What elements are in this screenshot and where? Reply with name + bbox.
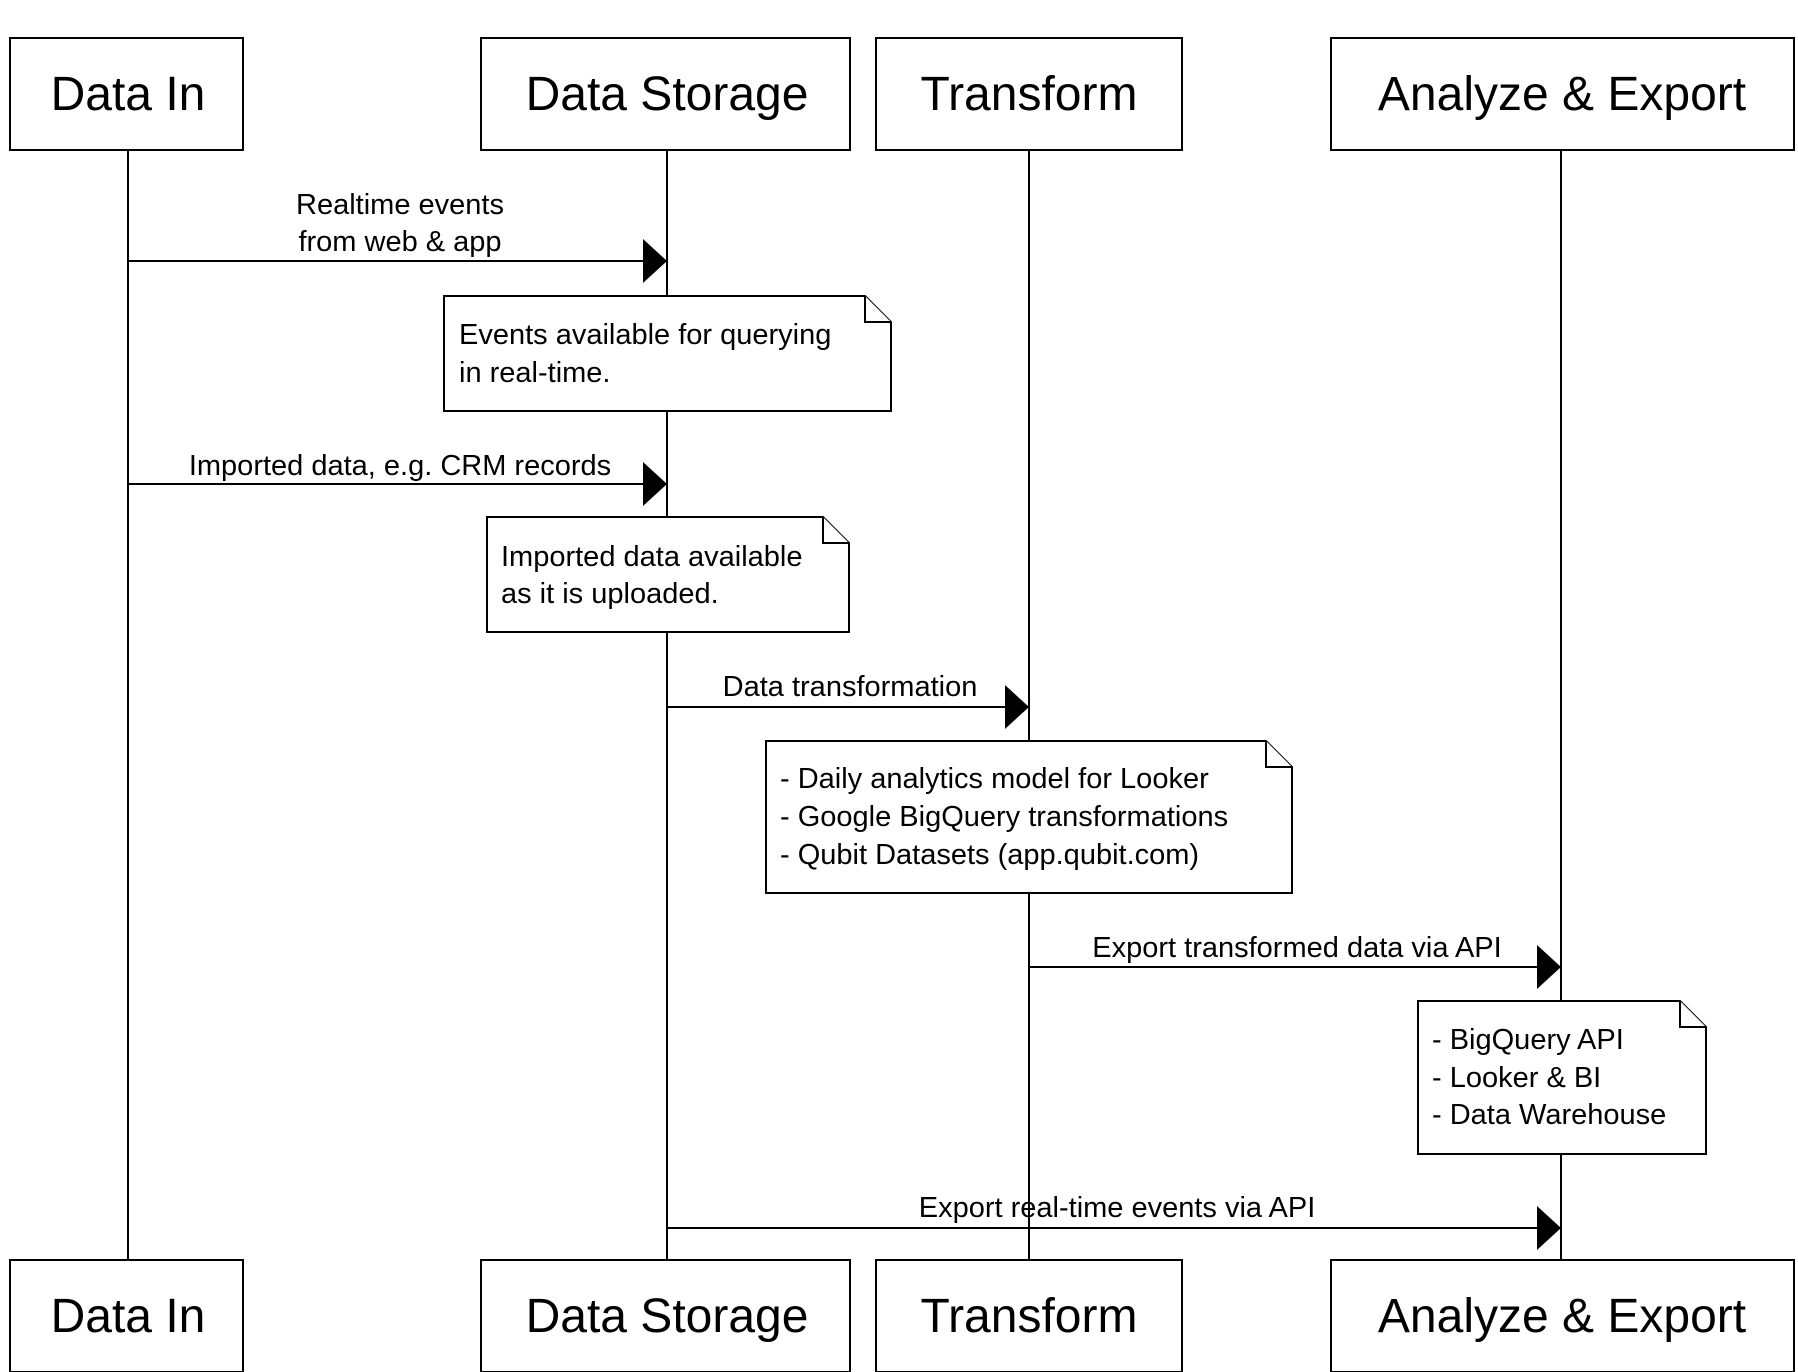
note-imported-data-available: Imported data available as it is uploade… bbox=[486, 516, 850, 633]
note-line: - Looker & BI bbox=[1432, 1062, 1601, 1094]
message-label-line: Data transformation bbox=[723, 671, 978, 703]
note-events-available: Events available for querying in real-ti… bbox=[443, 295, 892, 412]
note-line: - Daily analytics model for Looker bbox=[780, 763, 1209, 795]
message-label-line: from web & app bbox=[298, 226, 501, 258]
note-line: - Google BigQuery transformations bbox=[780, 801, 1228, 833]
participant-data-in-bottom: Data In bbox=[9, 1259, 244, 1372]
message-export-transformed: Export transformed data via API bbox=[1029, 932, 1561, 989]
participant-data-in-top: Data In bbox=[9, 37, 244, 151]
participant-label: Transform bbox=[921, 68, 1138, 121]
participant-label: Data In bbox=[51, 1290, 206, 1343]
note-line: - BigQuery API bbox=[1432, 1024, 1624, 1056]
participant-analyze-export-bottom: Analyze & Export bbox=[1330, 1259, 1795, 1372]
participant-label: Transform bbox=[921, 1290, 1138, 1343]
participant-label: Data In bbox=[51, 68, 206, 121]
note-export-targets: - BigQuery API - Looker & BI - Data Ware… bbox=[1417, 1000, 1707, 1155]
participant-analyze-export-top: Analyze & Export bbox=[1330, 37, 1795, 151]
message-realtime-events: Realtime events from web & app bbox=[128, 189, 667, 283]
message-export-realtime: Export real-time events via API bbox=[667, 1192, 1561, 1250]
note-line: - Qubit Datasets (app.qubit.com) bbox=[780, 839, 1199, 871]
participant-transform-bottom: Transform bbox=[875, 1259, 1183, 1372]
message-label-line: Imported data, e.g. CRM records bbox=[189, 450, 611, 482]
participant-label: Analyze & Export bbox=[1378, 68, 1746, 121]
message-data-transformation: Data transformation bbox=[667, 671, 1029, 729]
participant-label: Data Storage bbox=[526, 1290, 809, 1343]
message-label-line: Export real-time events via API bbox=[919, 1192, 1316, 1224]
note-line: as it is uploaded. bbox=[501, 578, 719, 610]
note-line: Imported data available bbox=[501, 541, 802, 573]
note-line: - Data Warehouse bbox=[1432, 1099, 1666, 1131]
note-transformations: - Daily analytics model for Looker - Goo… bbox=[765, 740, 1293, 894]
note-line: Events available for querying bbox=[459, 319, 831, 351]
message-label-line: Realtime events bbox=[296, 189, 504, 221]
arrow-head bbox=[643, 239, 667, 283]
participant-transform-top: Transform bbox=[875, 37, 1183, 151]
participant-data-storage-bottom: Data Storage bbox=[480, 1259, 851, 1372]
participant-label: Analyze & Export bbox=[1378, 1290, 1746, 1343]
arrow-head bbox=[1537, 1206, 1561, 1250]
arrow-head bbox=[1537, 945, 1561, 989]
note-line: in real-time. bbox=[459, 357, 611, 389]
arrow-head bbox=[1005, 685, 1029, 729]
participant-label: Data Storage bbox=[526, 68, 809, 121]
participant-data-storage-top: Data Storage bbox=[480, 37, 851, 151]
arrow-head bbox=[643, 462, 667, 506]
message-imported-data: Imported data, e.g. CRM records bbox=[128, 450, 667, 506]
message-label-line: Export transformed data via API bbox=[1092, 932, 1501, 964]
